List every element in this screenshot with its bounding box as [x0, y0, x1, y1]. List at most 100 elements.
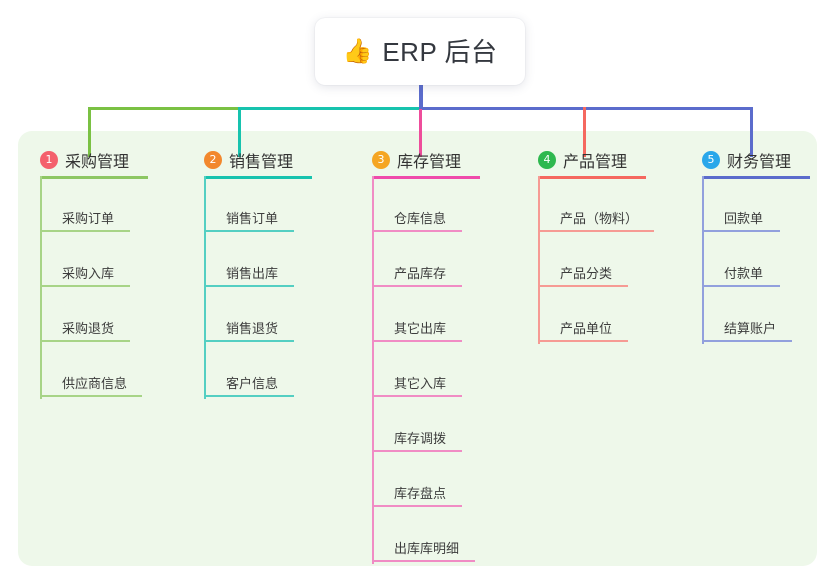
branch-spine-finance [702, 176, 704, 344]
leaf-rule [538, 285, 628, 287]
leaf-rule [702, 340, 792, 342]
leaf-label: 其它出库 [394, 321, 447, 336]
leaf-node-sales-3[interactable]: 客户信息 [204, 355, 334, 397]
leaf-node-inventory-4[interactable]: 库存调拨 [372, 410, 502, 452]
drop-purchase [88, 107, 91, 157]
drop-sales [238, 107, 241, 157]
branch-column-sales: 2 销售管理销售订单销售出库销售退货客户信息 [204, 148, 342, 399]
branch-title-finance: 财务管理 [727, 154, 792, 171]
leaf-node-inventory-1[interactable]: 产品库存 [372, 245, 502, 287]
leaf-node-purchase-2[interactable]: 采购退货 [40, 300, 170, 342]
leaf-node-inventory-3[interactable]: 其它入库 [372, 355, 502, 397]
leaf-node-product-0[interactable]: 产品（物料） [538, 190, 694, 232]
branch-number-badge-sales: 2 [204, 151, 222, 169]
leaf-node-inventory-0[interactable]: 仓库信息 [372, 190, 502, 232]
leaf-label: 其它入库 [394, 376, 447, 391]
leaf-rule [702, 285, 780, 287]
leaf-label: 库存调拨 [394, 431, 447, 446]
leaf-label: 出库库明细 [394, 541, 460, 556]
leaf-label: 采购退货 [62, 321, 115, 336]
leaf-rule [204, 340, 294, 342]
branch-title-sales: 销售管理 [229, 154, 294, 171]
branch-header-inventory[interactable]: 3 库存管理 [372, 148, 510, 172]
leaf-rule [204, 395, 294, 397]
branch-number-badge-product: 4 [538, 151, 556, 169]
leaf-label: 库存盘点 [394, 486, 447, 501]
leaf-rule [372, 285, 462, 287]
leaf-label: 销售订单 [226, 211, 279, 226]
leaf-rule [204, 230, 294, 232]
branch-header-finance[interactable]: 5 财务管理 [702, 148, 839, 172]
branch-title-product: 产品管理 [563, 154, 628, 171]
branch-header-rule-sales [204, 176, 312, 179]
leaf-rule [372, 230, 462, 232]
leaf-label: 回款单 [724, 211, 764, 226]
leaf-label: 销售出库 [226, 266, 279, 281]
leaf-node-product-2[interactable]: 产品单位 [538, 300, 668, 342]
branch-title-inventory: 库存管理 [397, 154, 462, 171]
branch-spine-product [538, 176, 540, 344]
drop-product [583, 107, 586, 157]
drop-finance [750, 107, 753, 157]
leaf-label: 产品（物料） [560, 211, 639, 226]
leaf-node-purchase-3[interactable]: 供应商信息 [40, 355, 182, 397]
leaf-label: 客户信息 [226, 376, 279, 391]
leaf-label: 付款单 [724, 266, 764, 281]
branch-column-inventory: 3 库存管理仓库信息产品库存其它出库其它入库库存调拨库存盘点出库库明细 [372, 148, 510, 564]
leaf-label: 产品库存 [394, 266, 447, 281]
branch-header-rule-purchase [40, 176, 148, 179]
leaf-node-inventory-2[interactable]: 其它出库 [372, 300, 502, 342]
leaf-label: 产品单位 [560, 321, 613, 336]
leaf-rule [372, 560, 475, 562]
leaf-rule [702, 230, 780, 232]
branch-header-sales[interactable]: 2 销售管理 [204, 148, 342, 172]
leaf-node-inventory-5[interactable]: 库存盘点 [372, 465, 502, 507]
thumbs-up-icon: 👍 [342, 37, 373, 65]
leaf-node-finance-0[interactable]: 回款单 [702, 190, 820, 232]
branch-number-badge-purchase: 1 [40, 151, 58, 169]
leaf-rule [372, 505, 462, 507]
branch-header-rule-inventory [372, 176, 480, 179]
leaf-node-purchase-0[interactable]: 采购订单 [40, 190, 170, 232]
bus-teal [238, 107, 421, 110]
leaf-rule [372, 340, 462, 342]
leaf-rule [372, 395, 462, 397]
leaf-label: 产品分类 [560, 266, 613, 281]
root-stem-connector [419, 85, 423, 109]
root-node-card[interactable]: 👍 ERP 后台 [315, 18, 525, 85]
leaf-node-sales-1[interactable]: 销售出库 [204, 245, 334, 287]
branch-spine-purchase [40, 176, 42, 399]
branch-header-rule-product [538, 176, 646, 179]
bus-green [88, 107, 238, 110]
leaf-node-product-1[interactable]: 产品分类 [538, 245, 668, 287]
leaf-label: 结算账户 [724, 321, 777, 336]
leaf-node-finance-1[interactable]: 付款单 [702, 245, 820, 287]
branch-number-badge-finance: 5 [702, 151, 720, 169]
leaf-label: 供应商信息 [62, 376, 128, 391]
leaf-rule [40, 395, 142, 397]
leaf-node-inventory-6[interactable]: 出库库明细 [372, 520, 515, 562]
leaf-label: 采购订单 [62, 211, 115, 226]
leaf-node-sales-2[interactable]: 销售退货 [204, 300, 334, 342]
leaf-rule [40, 285, 130, 287]
leaf-node-purchase-1[interactable]: 采购入库 [40, 245, 170, 287]
drop-inventory [419, 107, 422, 157]
leaf-rule [372, 450, 462, 452]
leaf-rule [40, 230, 130, 232]
leaf-rule [538, 340, 628, 342]
branch-spine-sales [204, 176, 206, 399]
branch-header-product[interactable]: 4 产品管理 [538, 148, 676, 172]
branch-header-rule-finance [702, 176, 810, 179]
branch-column-finance: 5 财务管理回款单付款单结算账户 [702, 148, 839, 344]
leaf-rule [204, 285, 294, 287]
leaf-node-finance-2[interactable]: 结算账户 [702, 300, 832, 342]
content-panel [18, 131, 817, 566]
branch-spine-inventory [372, 176, 374, 564]
branch-column-product: 4 产品管理产品（物料） 产品分类产品单位 [538, 148, 676, 344]
leaf-node-sales-0[interactable]: 销售订单 [204, 190, 334, 232]
leaf-label: 采购入库 [62, 266, 115, 281]
branch-number-badge-inventory: 3 [372, 151, 390, 169]
leaf-label: 销售退货 [226, 321, 279, 336]
